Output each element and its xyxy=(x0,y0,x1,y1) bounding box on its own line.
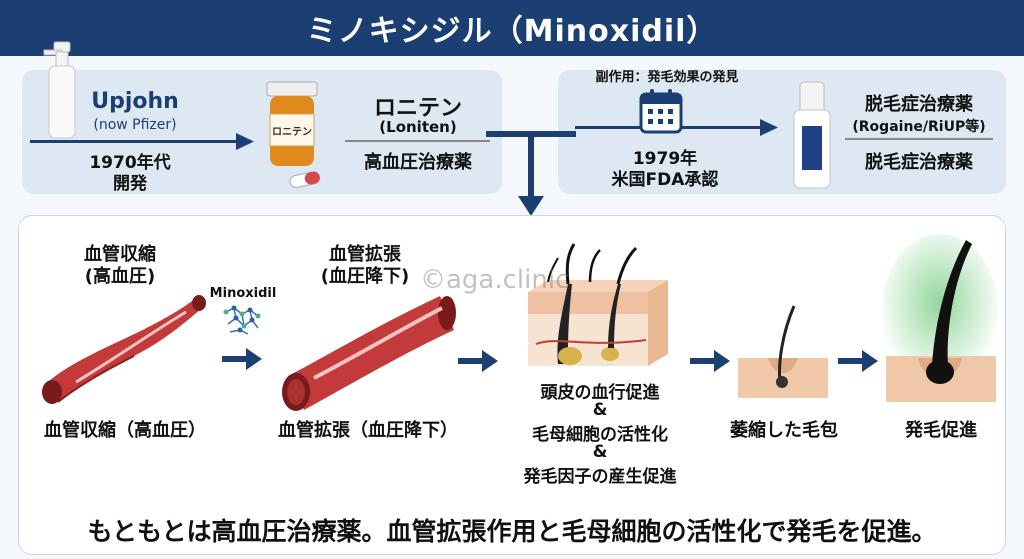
dilated-vessel-icon xyxy=(282,296,456,411)
shrunken-follicle-icon xyxy=(738,305,828,398)
product-name: 脱毛症治療薬 xyxy=(865,94,973,115)
shrunken-follicle-label: 萎縮した毛包 xyxy=(730,420,838,441)
era-note: 開発 xyxy=(113,174,147,194)
history-panel-right xyxy=(558,70,1006,194)
page-title: ミノキシジル（Minoxidil） xyxy=(0,0,1024,56)
arrow-right-icon xyxy=(690,350,730,372)
arrow-right-icon xyxy=(236,133,254,150)
company-note: (now Pfizer) xyxy=(93,117,177,133)
era-label: 1970年代 xyxy=(89,153,171,173)
timeline-line-left xyxy=(30,140,244,143)
connector-vertical xyxy=(528,131,534,201)
product-name-en: (Rogaine/RiUP等) xyxy=(852,119,986,135)
mechanism-box xyxy=(18,215,1006,555)
constricted-caption: 血管収縮（高血圧） xyxy=(44,420,206,441)
molecule-icon xyxy=(223,305,261,335)
dilated-caption: 血管拡張（血圧降下） xyxy=(278,420,458,441)
drug-name: ロニテン xyxy=(373,96,462,121)
molecule-label: Minoxidil xyxy=(209,286,277,301)
bottom-caption: もともとは高血圧治療薬。血管拡張作用と毛母細胞の活性化で発毛を促進。 xyxy=(87,517,937,546)
divider-drug xyxy=(345,140,490,142)
approval-label: 米国FDA承認 xyxy=(611,170,719,190)
bottle-label: ロニテン xyxy=(272,126,312,138)
spray-bottle-icon xyxy=(43,41,76,139)
drug-name-en: (Loniten) xyxy=(379,118,457,136)
drug-use: 高血圧治療薬 xyxy=(364,152,472,173)
rogaine-bottle-icon xyxy=(793,81,831,189)
scalp-effect-3: 発毛因子の産生促進 xyxy=(523,467,677,487)
calendar-icon xyxy=(639,89,683,134)
scalp-effect-2: 毛母細胞の活性化 xyxy=(532,425,668,445)
arrow-down-icon xyxy=(518,196,544,216)
history-panel-left xyxy=(22,70,502,194)
arrow-right-icon xyxy=(458,350,498,372)
pill-bottle-icon: ロニテン xyxy=(266,81,318,166)
scalp-effect-and-2: & xyxy=(592,442,608,462)
approval-year: 1979年 xyxy=(632,149,698,169)
capsule-icon xyxy=(289,171,321,189)
divider-product xyxy=(845,138,993,140)
arrow-right-icon xyxy=(222,348,262,370)
company-name: Upjohn xyxy=(91,89,179,114)
hair-growth-label: 発毛促進 xyxy=(905,420,977,441)
arrow-right-icon xyxy=(760,119,778,136)
hair-follicle-icon xyxy=(882,234,998,402)
dilated-heading-2: (血圧降下) xyxy=(320,266,410,287)
constricted-heading-1: 血管収縮 xyxy=(84,244,156,265)
constricted-heading-2: (高血圧) xyxy=(84,266,156,287)
scalp-effect-1: 頭皮の血行促進 xyxy=(540,383,660,403)
side-effect-label: 副作用：発毛効果の発見 xyxy=(595,70,739,85)
watermark: ©aga.clinic xyxy=(420,265,570,295)
product-use: 脱毛症治療薬 xyxy=(865,152,973,173)
scalp-cross-section-icon xyxy=(528,243,668,366)
dilated-heading-1: 血管拡張 xyxy=(329,244,401,265)
arrow-right-icon xyxy=(838,350,878,372)
scalp-effect-and-1: & xyxy=(592,400,608,420)
constricted-vessel-icon xyxy=(42,295,206,404)
